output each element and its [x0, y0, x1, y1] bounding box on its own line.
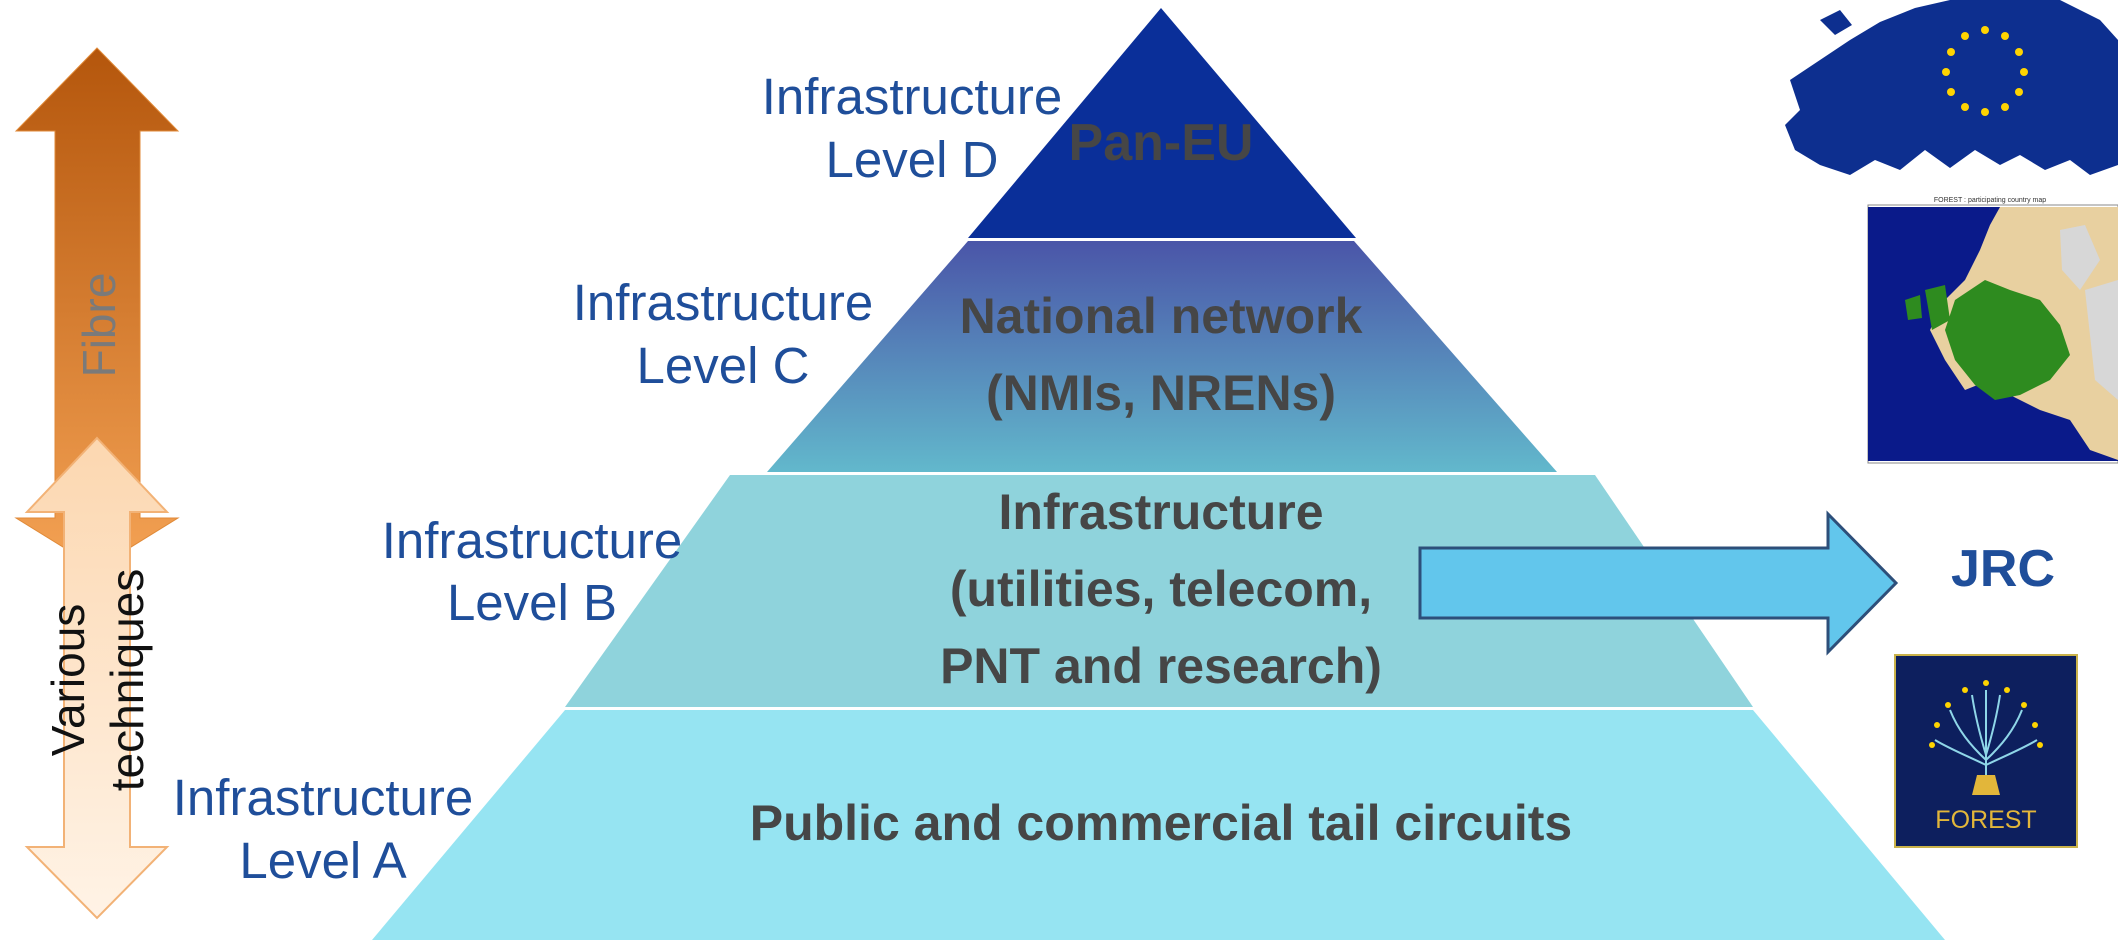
eu-star-ring: [1942, 26, 2028, 116]
tier-a-band: [372, 710, 1945, 940]
level-d-label-line2: Level D: [826, 131, 999, 188]
techniques-label-line1: Various: [42, 604, 94, 757]
eu-map-image: [1785, 0, 2118, 175]
tier-b-content-line1: Infrastructure: [998, 484, 1323, 540]
tier-c-content-line1: National network: [960, 288, 1363, 344]
fibre-label: Fibre: [73, 273, 125, 378]
level-d-label-line1: Infrastructure: [762, 68, 1062, 125]
tier-b-content-line3: PNT and research): [940, 638, 1382, 694]
level-a-label-line2: Level A: [239, 832, 406, 889]
tree-icon: [1934, 690, 2038, 795]
level-c-label-line2: Level C: [637, 337, 810, 394]
jrc-arrow: [1418, 510, 1899, 656]
tier-b-band: [565, 475, 1753, 707]
tier-b-content-line2: (utilities, telecom,: [950, 561, 1372, 617]
tier-d-band: [968, 8, 1356, 238]
tier-a-content: Public and commercial tail circuits: [750, 795, 1573, 851]
forest-logo: FOREST: [1894, 654, 2078, 848]
techniques-arrow: [24, 436, 170, 920]
level-b-label-line2: Level B: [447, 574, 617, 631]
tier-d-content: Pan-EU: [1069, 114, 1254, 172]
participation-map-image: FOREST : participating country map: [1867, 197, 2118, 464]
tier-c-content-line2: (NMIs, NRENs): [986, 365, 1336, 421]
level-c-label-line1: Infrastructure: [573, 274, 873, 331]
logo-stars: [1929, 680, 2043, 748]
techniques-label-line2: techniques: [101, 569, 153, 792]
map-title: FOREST : participating country map: [1934, 197, 2046, 204]
tier-c-band: [767, 241, 1557, 472]
forest-logo-text: FOREST: [1935, 806, 2036, 834]
level-a-label-line1: Infrastructure: [173, 769, 473, 826]
jrc-label: JRC: [1951, 540, 2055, 598]
level-b-label-line1: Infrastructure: [382, 512, 682, 569]
pyramid: [372, 8, 1945, 940]
